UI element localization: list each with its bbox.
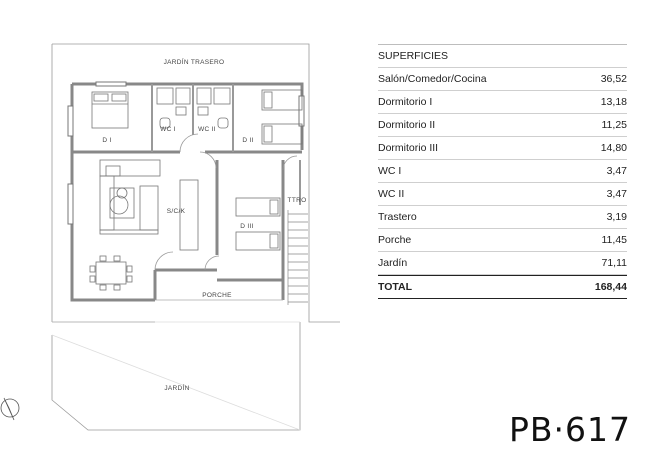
table-header-label: SUPERFICIES <box>378 50 449 62</box>
table-row: Dormitorio I 13,18 <box>378 91 627 114</box>
table-row: Salón/Comedor/Cocina 36,52 <box>378 68 627 91</box>
living-furniture <box>99 159 161 235</box>
floor-plan: JARDÍN TRASERO D I WC I WC II D II S/C/K… <box>0 43 340 431</box>
label-wc1: WC I <box>160 126 176 133</box>
total-label: TOTAL <box>378 281 413 293</box>
row-name: Salón/Comedor/Cocina <box>378 73 487 85</box>
table-row: Trastero 3,19 <box>378 206 627 229</box>
row-value: 3,47 <box>606 165 627 177</box>
row-value: 3,19 <box>606 211 627 223</box>
windows <box>67 81 305 225</box>
table-row: Jardín 71,11 <box>378 252 627 275</box>
dining-set <box>89 179 199 291</box>
total-value: 168,44 <box>594 281 627 293</box>
label-jardin: JARDÍN <box>164 383 189 392</box>
label-wc2: WC II <box>198 126 216 133</box>
door-swings <box>154 133 298 271</box>
row-name: Jardín <box>378 257 408 269</box>
stairs <box>287 210 308 305</box>
row-value: 11,25 <box>601 119 628 131</box>
row-value: 36,52 <box>600 73 627 85</box>
row-value: 11,45 <box>601 234 628 246</box>
label-d3: D III <box>240 223 253 230</box>
beds-d3 <box>235 197 281 251</box>
porch-edge <box>52 299 283 323</box>
plot-outline <box>51 43 340 431</box>
beds-d2 <box>261 89 303 145</box>
label-ttro: TTRO <box>288 197 307 204</box>
row-name: WC II <box>378 188 405 200</box>
label-jardin-trasero: JARDÍN TRASERO <box>164 57 225 66</box>
surface-table: SUPERFICIES Salón/Comedor/Cocina 36,52 D… <box>378 44 627 299</box>
label-d2: D II <box>242 137 253 144</box>
row-value: 14,80 <box>600 142 627 154</box>
table-row: WC I 3,47 <box>378 160 627 183</box>
row-value: 13,18 <box>600 96 627 108</box>
row-value: 3,47 <box>606 188 627 200</box>
table-header: SUPERFICIES <box>378 44 627 68</box>
row-name: Dormitorio II <box>378 119 436 131</box>
row-name: Porche <box>378 234 412 246</box>
north-arrow-icon <box>0 397 20 421</box>
label-d1: D I <box>102 137 111 144</box>
unit-code: PB·617 <box>508 410 631 449</box>
table-total-row: TOTAL 168,44 <box>378 275 627 299</box>
row-name: Dormitorio III <box>378 142 439 154</box>
wc-fixtures <box>156 87 231 129</box>
row-name: Dormitorio I <box>378 96 433 108</box>
table-row: Porche 11,45 <box>378 229 627 252</box>
table-row: Dormitorio III 14,80 <box>378 137 627 160</box>
row-name: WC I <box>378 165 402 177</box>
row-name: Trastero <box>378 211 417 223</box>
table-row: Dormitorio II 11,25 <box>378 114 627 137</box>
table-row: WC II 3,47 <box>378 183 627 206</box>
house-walls <box>70 82 304 302</box>
label-porche: PORCHE <box>202 292 232 299</box>
row-value: 71,11 <box>601 257 628 269</box>
inner-walls <box>151 84 301 205</box>
bed-d1 <box>91 91 129 129</box>
label-sck: S/C/K <box>167 208 186 215</box>
